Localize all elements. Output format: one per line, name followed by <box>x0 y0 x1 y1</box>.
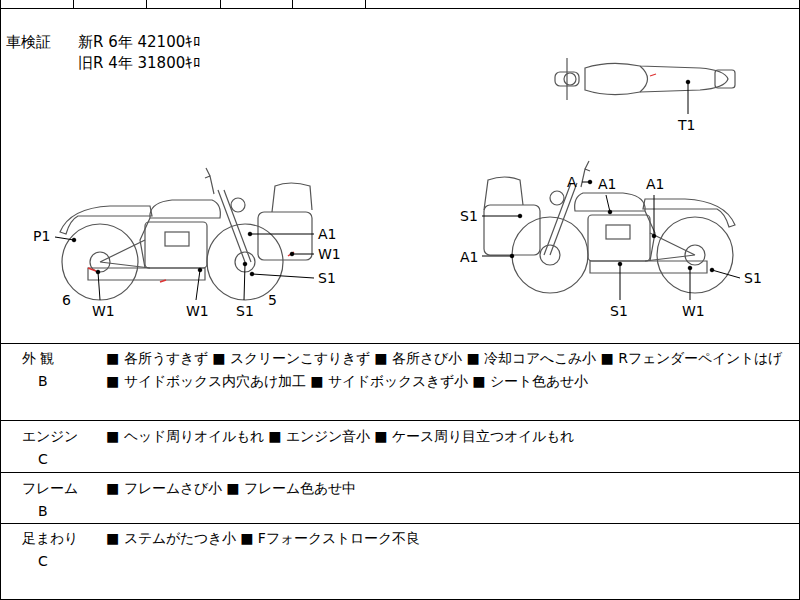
field-name: 車検証 <box>6 33 51 51</box>
callout-code: A1 <box>598 176 616 193</box>
callout-code: S1 <box>318 270 336 287</box>
grade-letter: C <box>38 451 48 468</box>
row-heading: 足まわり <box>22 530 78 547</box>
callout-code: W1 <box>318 246 341 263</box>
bike-top-view <box>555 58 735 100</box>
row-heading: エンジン <box>22 428 78 445</box>
damage-marks <box>88 252 294 282</box>
bike-right-view <box>512 161 735 293</box>
left-luggage <box>258 183 312 260</box>
callout-code: W1 <box>186 303 209 320</box>
row-heading: 外 観 <box>22 350 54 367</box>
callout-code: S1 <box>744 270 762 287</box>
callout-code: P1 <box>33 228 50 245</box>
callout-code: S1 <box>460 208 478 225</box>
callout-code: S1 <box>236 303 254 320</box>
callout-code: W1 <box>682 303 705 320</box>
condition-notes: ■ 各所うすきず ■ スクリーンこすりきず ■ 各所さび小 ■ 冷却コアへこみ小… <box>106 350 782 367</box>
leader-lines <box>55 80 740 300</box>
grade-letter: C <box>38 553 48 570</box>
field-value: 新R 6年 42100ｷﾛ <box>78 33 201 51</box>
grade-letter: B <box>38 503 48 520</box>
callout-number: 6 <box>62 292 71 309</box>
condition-notes: ■ ヘッド周りオイルもれ ■ エンジン音小 ■ ケース周り目立つオイルもれ <box>106 428 574 445</box>
callout-code: A1 <box>318 226 336 243</box>
callout-code: T1 <box>678 117 695 134</box>
field-value: 旧R 4年 31800ｷﾛ <box>78 54 201 72</box>
row-heading: フレーム <box>22 480 78 497</box>
bike-left-view <box>60 168 283 300</box>
callout-code: A <box>567 174 577 191</box>
condition-notes: ■ サイドボックス内穴あけ加工 ■ サイドボックスきず小 ■ シート色あせ小 <box>106 373 588 390</box>
callout-code: S1 <box>610 303 628 320</box>
callout-code: A1 <box>460 249 478 266</box>
condition-notes: ■ ステムがたつき小 ■ Fフォークストローク不良 <box>106 530 420 547</box>
grade-letter: B <box>38 373 48 390</box>
callout-code: A1 <box>646 176 664 193</box>
callout-code: W1 <box>92 303 115 320</box>
callout-number: 5 <box>268 292 277 309</box>
condition-notes: ■ フレームさび小 ■ フレーム色あせ中 <box>106 480 356 497</box>
